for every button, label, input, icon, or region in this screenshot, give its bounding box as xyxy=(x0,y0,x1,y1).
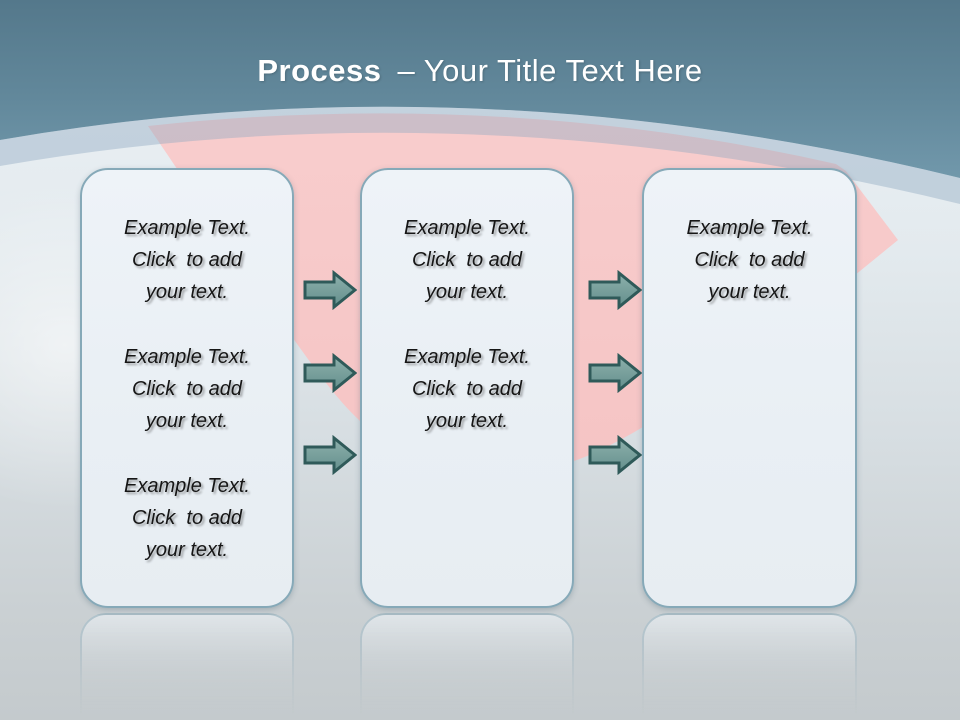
box-reflection xyxy=(642,613,857,720)
process-box-2[interactable]: Example Text. Click to add your text. Ex… xyxy=(360,168,574,608)
placeholder-paragraph[interactable]: Example Text. Click to add your text. xyxy=(404,346,530,432)
slide-title-text: – Your Title Text Here xyxy=(397,53,703,88)
header-background-curve xyxy=(0,0,960,178)
right-arrow-icon[interactable] xyxy=(303,353,357,393)
placeholder-paragraph[interactable]: Example Text. Click to add your text. xyxy=(124,475,250,561)
right-arrow-icon[interactable] xyxy=(588,353,642,393)
box-reflection xyxy=(360,613,574,720)
right-arrow-icon[interactable] xyxy=(588,435,642,475)
placeholder-paragraph[interactable]: Example Text. Click to add your text. xyxy=(124,346,250,432)
placeholder-paragraph[interactable]: Example Text. Click to add your text. xyxy=(686,217,813,303)
slide-title[interactable]: Process – Your Title Text Here xyxy=(0,52,960,90)
placeholder-paragraph[interactable]: Example Text. Click to add your text. xyxy=(124,217,250,303)
slide-title-emphasis: Process xyxy=(257,53,382,88)
placeholder-paragraph[interactable]: Example Text. Click to add your text. xyxy=(404,217,530,303)
box-reflection xyxy=(80,613,294,720)
process-box-1[interactable]: Example Text. Click to add your text. Ex… xyxy=(80,168,294,608)
process-box-3[interactable]: Example Text. Click to add your text. xyxy=(642,168,857,608)
curve-highlight-band xyxy=(0,106,960,204)
right-arrow-icon[interactable] xyxy=(303,270,357,310)
right-arrow-icon[interactable] xyxy=(588,270,642,310)
right-arrow-icon[interactable] xyxy=(303,435,357,475)
